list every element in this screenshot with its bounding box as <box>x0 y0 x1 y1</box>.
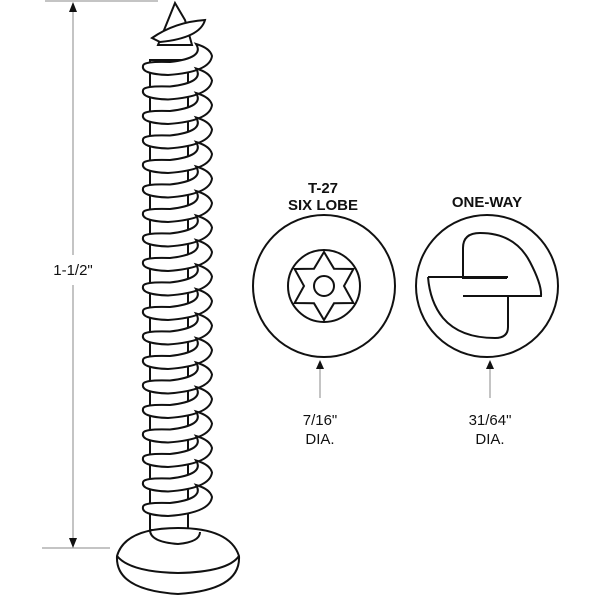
six-lobe-diameter: 7/16" <box>302 412 338 429</box>
one-way-title: ONE-WAY <box>451 194 523 211</box>
one-way-drive <box>415 214 559 358</box>
thread <box>141 483 214 518</box>
arrow-up-icon <box>316 360 324 369</box>
length-label: 1-1/2" <box>53 262 93 280</box>
one-way-recess-icon <box>462 231 543 297</box>
six-lobe-title: SIX LOBE <box>287 197 359 214</box>
screw-head <box>115 526 241 596</box>
six-lobe-drive <box>252 214 396 358</box>
arrow-down-icon <box>69 538 77 548</box>
six-lobe-size: T-27 <box>307 180 339 197</box>
six-lobe-dia-label: DIA. <box>305 431 335 448</box>
star-recess-icon <box>292 250 356 322</box>
one-way-dia-label: DIA. <box>475 431 505 448</box>
arrow-up-icon <box>69 2 77 12</box>
screw <box>141 0 214 531</box>
arrow-up-icon <box>486 360 494 369</box>
length-dimension <box>42 0 158 549</box>
one-way-diameter: 31/64" <box>468 412 512 429</box>
